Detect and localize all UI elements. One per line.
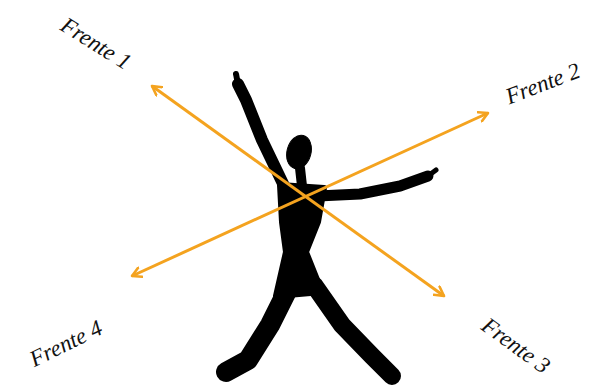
direction-label: Frente 2	[502, 58, 584, 109]
direction-label: Frente 1	[56, 13, 135, 76]
direction-label: Frente 3	[477, 313, 555, 379]
dancer-silhouette	[226, 74, 436, 376]
direction-arrow	[132, 113, 488, 276]
direction-arrow	[152, 86, 444, 296]
direction-label: Frente 4	[26, 316, 107, 373]
